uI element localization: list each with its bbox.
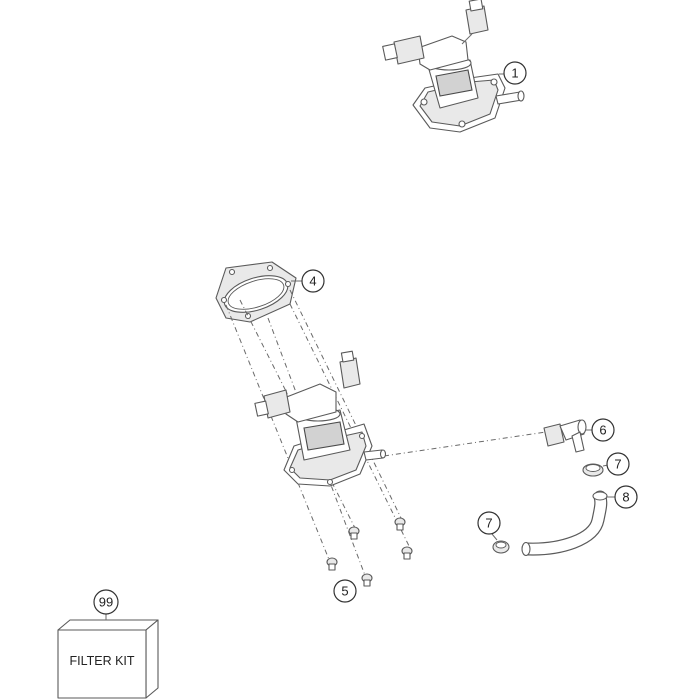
screw — [348, 526, 360, 540]
screw — [394, 517, 406, 531]
callout-7-upper-label: 7 — [614, 457, 621, 472]
screw — [361, 573, 373, 587]
callout-1-label: 1 — [511, 66, 518, 81]
callout-99-label: 99 — [99, 595, 113, 610]
screws — [326, 517, 413, 587]
callout-1: 1 — [503, 61, 527, 85]
screw — [401, 546, 413, 560]
callout-7-upper: 7 — [606, 452, 630, 476]
fuel-pump-exploded — [254, 350, 387, 487]
callout-7-lower-label: 7 — [485, 516, 492, 531]
filter-kit-label: FILTER KIT — [69, 654, 134, 668]
callout-5-label: 5 — [341, 584, 348, 599]
hose-clamp-lower — [492, 540, 510, 554]
assembly-lines — [225, 289, 547, 579]
gasket — [215, 261, 297, 323]
callout-6-label: 6 — [599, 423, 606, 438]
callout-8-label: 8 — [622, 490, 629, 505]
callout-4: 4 — [301, 269, 325, 293]
callout-99: 99 — [93, 589, 119, 615]
fuel-pump-assembled — [382, 0, 525, 133]
callout-5: 5 — [333, 579, 357, 603]
callout-6: 6 — [591, 418, 615, 442]
callout-8: 8 — [614, 485, 638, 509]
screw — [326, 557, 338, 571]
fuel-hose — [521, 490, 608, 557]
filter-kit-box: FILTER KIT — [57, 619, 159, 699]
elbow-connector — [543, 419, 587, 453]
callout-7-lower: 7 — [477, 511, 501, 535]
hose-clamp-upper — [582, 463, 604, 477]
callout-4-label: 4 — [309, 274, 316, 289]
leader-7b — [491, 533, 498, 541]
